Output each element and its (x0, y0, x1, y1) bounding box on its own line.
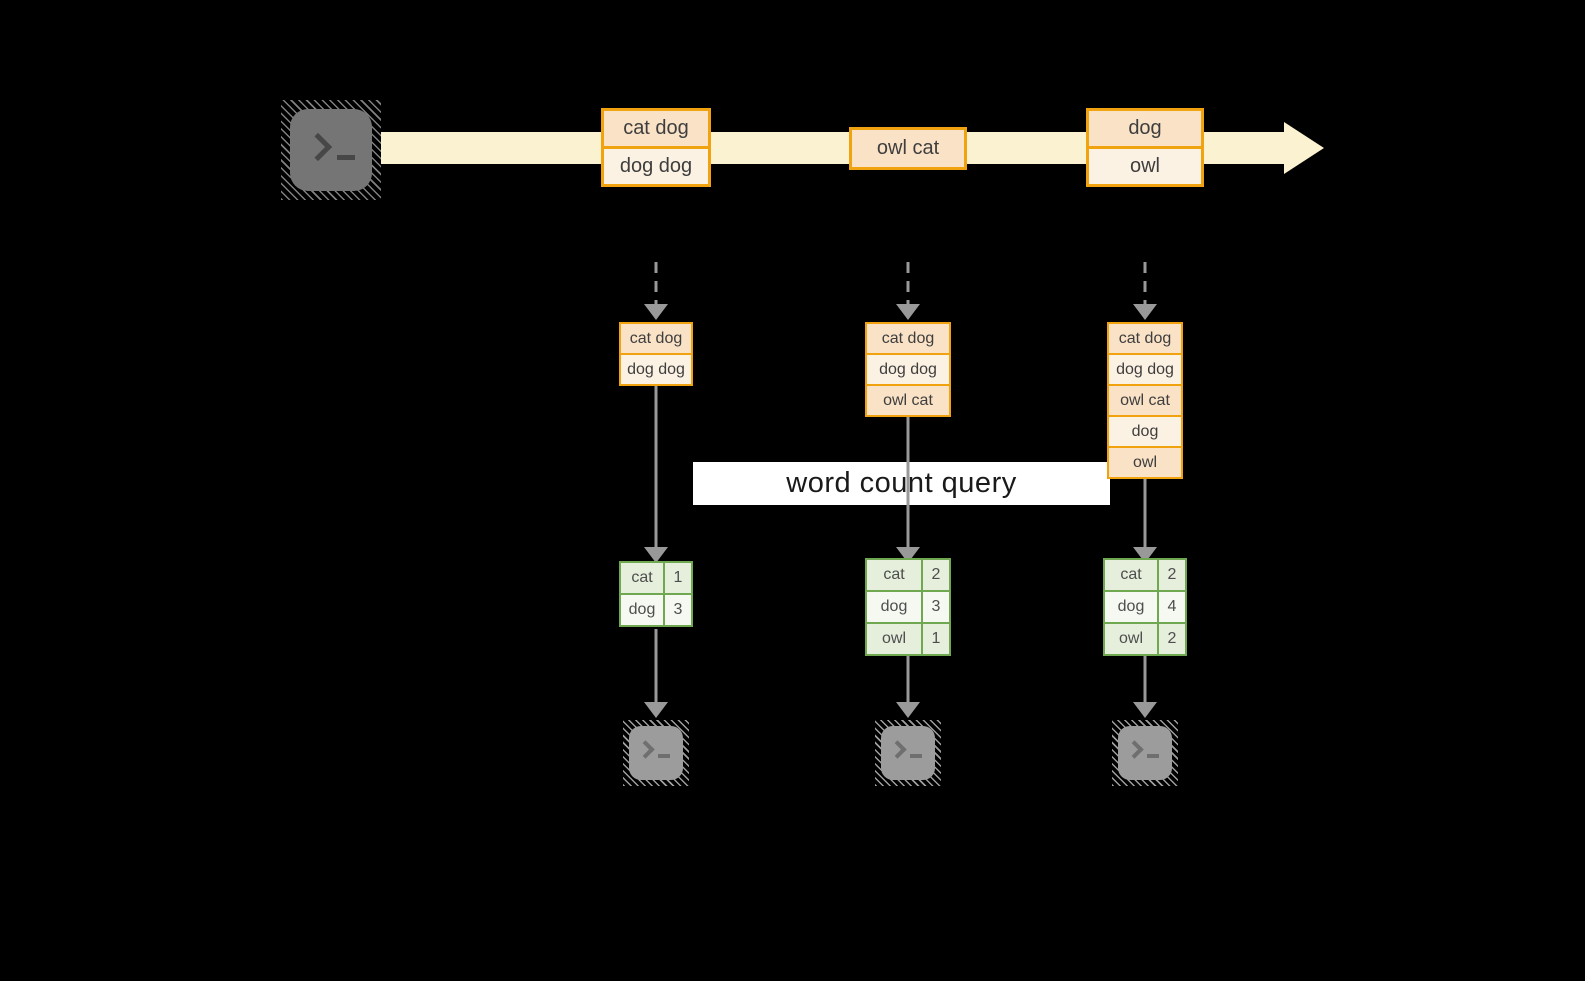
result-count: 3 (663, 595, 691, 625)
result-table-2: cat 2 dog 3 owl 1 (865, 558, 951, 656)
stream-record: owl (1089, 146, 1201, 184)
terminal-icon (623, 720, 689, 786)
down-arrow-icon (644, 629, 668, 718)
chevron-right-icon (888, 740, 907, 759)
result-table-1: cat 1 dog 3 (619, 561, 693, 627)
table-row: dog 4 (1105, 590, 1185, 622)
table-row: cat 2 (1105, 560, 1185, 590)
stream-record: dog (1089, 111, 1201, 146)
down-arrow-icon (1133, 656, 1157, 718)
result-word: dog (880, 598, 908, 615)
cursor-underscore-icon (658, 754, 670, 758)
cursor-underscore-icon (337, 155, 355, 160)
state-record: dog dog (621, 353, 691, 384)
state-record: cat dog (867, 324, 949, 353)
down-arrow-dashed-icon (644, 262, 668, 320)
result-word: dog (628, 601, 656, 618)
query-label: word count query (693, 462, 1110, 505)
cursor-underscore-icon (1147, 754, 1159, 758)
stream-record: owl cat (852, 130, 964, 167)
stream-batch-1: cat dog dog dog (601, 108, 711, 187)
result-word: owl (881, 630, 906, 647)
cursor-underscore-icon (910, 754, 922, 758)
state-buffer-1: cat dog dog dog (619, 322, 693, 386)
result-count: 2 (1157, 560, 1185, 590)
chevron-right-icon (1125, 740, 1144, 759)
result-table-3: cat 2 dog 4 owl 2 (1103, 558, 1187, 656)
result-word: owl (1118, 630, 1143, 647)
result-word: dog (1117, 598, 1145, 615)
state-buffer-2: cat dog dog dog owl cat (865, 322, 951, 417)
terminal-screen (881, 726, 935, 780)
stream-batch-3: dog owl (1086, 108, 1204, 187)
state-buffer-3: cat dog dog dog owl cat dog owl (1107, 322, 1183, 479)
terminal-icon (875, 720, 941, 786)
down-arrow-icon (1133, 479, 1157, 563)
stream-record: cat dog (604, 111, 708, 146)
result-count: 1 (921, 624, 949, 654)
stream-record: dog dog (604, 146, 708, 184)
stream-arrowhead-icon (1284, 122, 1324, 174)
terminal-screen (290, 109, 372, 191)
terminal-icon (1112, 720, 1178, 786)
terminal-prompt-icon (636, 740, 670, 759)
table-row: cat 2 (867, 560, 949, 590)
state-record: owl (1109, 446, 1181, 477)
terminal-prompt-icon (888, 740, 922, 759)
chevron-right-icon (303, 132, 333, 162)
down-arrow-icon (896, 417, 920, 563)
table-row: owl 1 (867, 622, 949, 654)
result-word: cat (631, 569, 653, 586)
state-record: dog dog (867, 353, 949, 384)
state-record: cat dog (1109, 324, 1181, 353)
terminal-screen (1118, 726, 1172, 780)
result-count: 1 (663, 563, 691, 593)
table-row: dog 3 (867, 590, 949, 622)
down-arrow-dashed-icon (1133, 262, 1157, 320)
result-word: cat (1120, 566, 1142, 583)
state-record: owl cat (1109, 384, 1181, 415)
table-row: cat 1 (621, 563, 691, 593)
down-arrow-icon (896, 656, 920, 718)
result-count: 4 (1157, 592, 1185, 622)
chevron-right-icon (636, 740, 655, 759)
terminal-prompt-icon (1125, 740, 1159, 759)
state-record: owl cat (867, 384, 949, 415)
result-word: cat (883, 566, 905, 583)
table-row: owl 2 (1105, 622, 1185, 654)
terminal-prompt-icon (303, 132, 355, 162)
down-arrow-dashed-icon (896, 262, 920, 320)
state-record: cat dog (621, 324, 691, 353)
table-row: dog 3 (621, 593, 691, 625)
result-count: 3 (921, 592, 949, 622)
state-record: dog (1109, 415, 1181, 446)
terminal-screen (629, 726, 683, 780)
stream-batch-2: owl cat (849, 127, 967, 170)
terminal-icon (281, 100, 381, 200)
result-count: 2 (1157, 624, 1185, 654)
state-record: dog dog (1109, 353, 1181, 384)
result-count: 2 (921, 560, 949, 590)
down-arrow-icon (644, 386, 668, 563)
